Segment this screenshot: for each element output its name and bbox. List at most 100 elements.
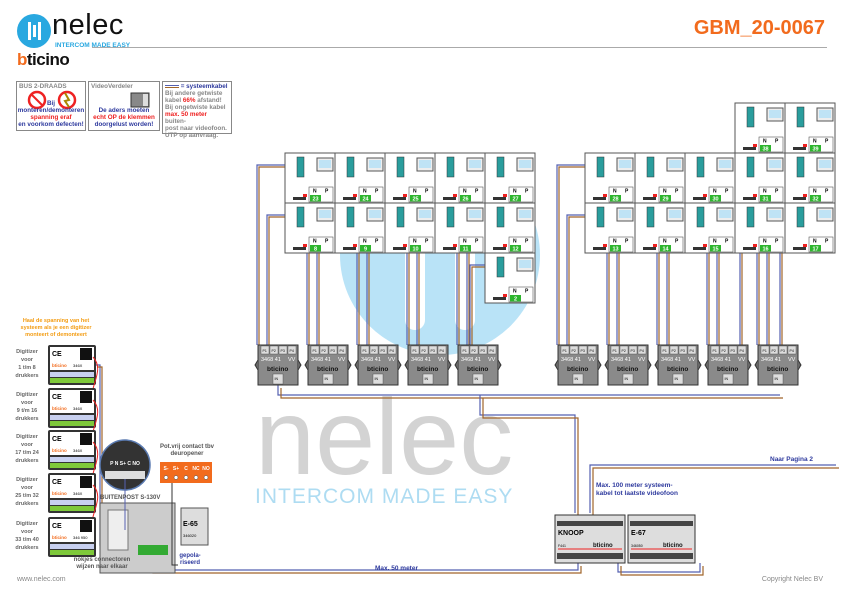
port-label: P2 (372, 349, 376, 353)
port-terminal (728, 345, 738, 355)
contact-screw (163, 475, 169, 480)
n-label: N (513, 189, 517, 195)
n-label: N (613, 189, 617, 195)
monitor-screen (519, 160, 531, 168)
port-label: P3 (281, 349, 285, 353)
bus-terminal-block (496, 206, 505, 228)
bus-terminal-block (746, 206, 755, 228)
door-button-icon (443, 247, 456, 250)
bus-terminal-block (596, 156, 605, 178)
in-label: IN (725, 377, 729, 381)
port-label: P1 (463, 349, 467, 353)
port-label: P4 (790, 349, 794, 353)
phone-number: 30 (712, 197, 718, 203)
port-label: P3 (481, 349, 485, 353)
port-terminal (419, 345, 429, 355)
phone-number-badge (310, 245, 321, 252)
port-terminal (437, 345, 447, 355)
brand-name: nelec (52, 9, 124, 41)
in-terminal (622, 373, 634, 385)
door-button-icon (343, 247, 356, 250)
distributor-clip (554, 359, 602, 371)
port-terminal (737, 345, 747, 355)
port-label: P1 (713, 349, 717, 353)
p-label: P (525, 289, 529, 295)
door-button-led (403, 244, 407, 247)
port-terminal (310, 345, 320, 355)
in-label: IN (625, 377, 629, 381)
in-label: IN (275, 377, 279, 381)
outdoor-module (107, 509, 129, 551)
port-label: P4 (390, 349, 394, 353)
monitor-screen (369, 210, 381, 218)
in-label: IN (425, 377, 429, 381)
phone-number-badge (660, 245, 671, 252)
port-label: P4 (640, 349, 644, 353)
n-label: N (813, 139, 817, 145)
vent (630, 521, 693, 526)
port-label: P3 (431, 349, 435, 353)
door-button-led (453, 244, 457, 247)
distributor-code: 3468 41 (461, 357, 481, 363)
digitizer-label: 17 t/m 24 (15, 450, 39, 456)
bticino-logo: bticino (52, 406, 67, 411)
door-button-led (453, 194, 457, 197)
p-label: P (775, 189, 779, 195)
phone-number-badge (760, 145, 771, 152)
in-terminal (372, 373, 384, 385)
distributor-code: 3468 41 (711, 357, 731, 363)
port-label: P1 (313, 349, 317, 353)
door-button-led (303, 194, 307, 197)
bticino-logo: bticino (767, 366, 788, 373)
door-button-icon (643, 247, 656, 250)
port-label: P2 (672, 349, 676, 353)
vent (630, 553, 693, 559)
n-label: N (463, 189, 467, 195)
p-label: P (425, 189, 429, 195)
phone-number-badge (760, 245, 771, 252)
bus-terminal-block (696, 206, 705, 228)
knoop-label: KNOOP (558, 530, 584, 537)
digitizer-label: drukkers (15, 458, 38, 464)
door-button-led (353, 194, 357, 197)
digitizer-connector (80, 391, 92, 403)
monitor-screen (769, 210, 781, 218)
distributor-vv: VV (388, 357, 396, 363)
monitor-screen (669, 160, 681, 168)
p-label: P (825, 139, 829, 145)
port-label: P2 (622, 349, 626, 353)
distributor-clip (354, 359, 402, 371)
nelec-logo-icon (17, 14, 51, 48)
door-button-icon (293, 247, 306, 250)
phone-number-badge (710, 245, 721, 252)
note-title: VideoVerdeler (91, 83, 133, 90)
distributor-code: 3468 41 (261, 357, 281, 363)
bticino-logo: bticino (52, 535, 67, 540)
n-label: N (513, 289, 517, 295)
label-page2: Naar Pagina 2 (770, 456, 813, 463)
e65-code: 346020 (183, 533, 197, 538)
door-button-icon (693, 247, 706, 250)
door-button-icon (793, 197, 806, 200)
port-label: P2 (472, 349, 476, 353)
bus-wire-blue (256, 164, 297, 345)
door-button-led (703, 194, 707, 197)
phone-number-badge (510, 195, 521, 202)
port-label: P2 (772, 349, 776, 353)
ce-mark: CE (52, 523, 62, 530)
distributor-clip (654, 359, 702, 371)
digitizer-bus-terminals (50, 421, 94, 426)
port-label: P2 (272, 349, 276, 353)
outdoor-station: P N S+ C NO (99, 439, 176, 574)
door-button-icon (443, 197, 456, 200)
monitor-screen (319, 210, 331, 218)
